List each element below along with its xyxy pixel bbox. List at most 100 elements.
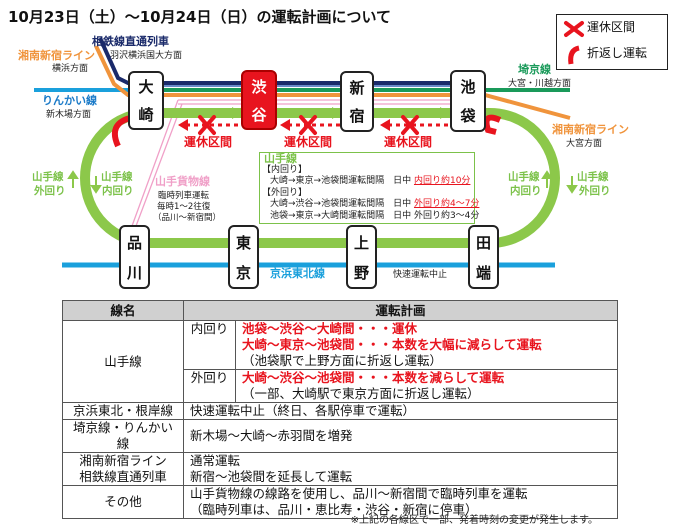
station-char: 京 bbox=[235, 263, 251, 282]
sotetsu-label: 相鉄線直通列車 bbox=[92, 35, 169, 48]
plan: 池袋～渋谷～大崎間・・・運休大崎～東京～池袋間・・・本数を大幅に減らして運転（池… bbox=[235, 320, 618, 370]
yamanote-outer-left-dir: 外回り bbox=[34, 185, 66, 197]
saikyo-label: 埼京線 bbox=[518, 63, 551, 76]
station-char: 袋 bbox=[460, 107, 476, 125]
line-name: 埼京線・りんかい線 bbox=[62, 419, 184, 453]
info-text: 大崎→渋谷→池袋間運転間隔 日中 bbox=[270, 199, 412, 209]
legend-turnback-label: 折返し運転 bbox=[587, 46, 648, 60]
plan-line: 池袋～渋谷～大崎間・・・運休 bbox=[242, 321, 418, 336]
yamanote-outer-left: 山手線 bbox=[32, 171, 64, 183]
footnote: ※上記の各線区で一部、発着時刻の変更が発生します。 bbox=[350, 515, 598, 526]
table-row: 外回り 大崎～渋谷～池袋間・・・本数を減らして運転（一部、大崎駅で東京方面に折返… bbox=[63, 369, 618, 403]
station-shibuya[interactable]: 渋谷 bbox=[241, 70, 277, 130]
turnback-ikebukuro-icon bbox=[483, 114, 502, 135]
info-inner-row: 大崎→東京→池袋間運転間隔 日中 内回り約10分 bbox=[260, 176, 474, 188]
plan: 山手貨物線の線路を使用し、品川～新宿間で臨時列車を運転（臨時列車は、品川・恵比寿… bbox=[183, 485, 618, 519]
station-char: 東 bbox=[235, 233, 251, 252]
info-outer-row-2: 池袋→東京→大崎間運転間隔 日中 外回り約3～4分 bbox=[270, 210, 480, 221]
station-ikebukuro[interactable]: 池袋 bbox=[450, 70, 486, 132]
table-row: 湘南新宿ライン相鉄線直通列車通常運転新宿～池袋間を延長して運転 bbox=[62, 452, 618, 486]
table-row: 埼京線・りんかい線新木場～大崎～赤羽間を増発 bbox=[62, 419, 618, 453]
station-char: 端 bbox=[475, 263, 491, 282]
line-name-line: 湘南新宿ライン bbox=[79, 453, 167, 468]
freight-label: 山手貨物線 bbox=[155, 175, 210, 188]
keihin-note: 快速運転中止 bbox=[393, 270, 448, 280]
plan-line: 新宿～池袋間を延長して運転 bbox=[190, 469, 353, 484]
station-char: 品 bbox=[126, 233, 142, 252]
table-row: 京浜東北・根岸線快速運転中止（終日、各駅停車で運転） bbox=[62, 402, 618, 420]
yamanote-inner-left: 山手線 bbox=[101, 171, 133, 183]
route-diagram bbox=[34, 37, 578, 268]
header-line: 線名 bbox=[62, 300, 184, 321]
plan-line: 通常運転 bbox=[190, 453, 241, 468]
station-char: 大 bbox=[138, 78, 154, 97]
station-char: 田 bbox=[475, 233, 491, 252]
rinkai-dir: 新木場方面 bbox=[46, 110, 92, 120]
turnback-arrow-icon bbox=[568, 45, 580, 65]
station-char: 渋 bbox=[251, 77, 267, 96]
info-value: 内回り約10分 bbox=[413, 176, 471, 186]
plan: 通常運転新宿～池袋間を延長して運転 bbox=[183, 452, 618, 486]
station-char: 上 bbox=[353, 233, 369, 252]
station-char: 新 bbox=[349, 78, 365, 97]
x-mark-icon bbox=[564, 21, 584, 37]
station-shinagawa[interactable]: 品川 bbox=[119, 225, 150, 289]
yamanote-outer-right-dir: 外回り bbox=[579, 185, 611, 197]
plan: 大崎～渋谷～池袋間・・・本数を減らして運転（一部、大崎駅で東京方面に折返し運転） bbox=[235, 369, 618, 403]
table-row: その他山手貨物線の線路を使用し、品川～新宿間で臨時列車を運転（臨時列車は、品川・… bbox=[62, 485, 618, 519]
plan: 快速運転中止（終日、各駅停車で運転） bbox=[183, 402, 618, 420]
line-name: 京浜東北・根岸線 bbox=[62, 402, 184, 420]
plan-line: 大崎～東京～池袋間・・・本数を大幅に減らして運転 bbox=[242, 337, 542, 352]
plan-line: （臨時列車は、品川・恵比寿・渋谷・新宿に停車） bbox=[190, 502, 478, 517]
yamanote-inner-right-dir: 内回り bbox=[510, 185, 542, 197]
stop-section-label: 運休区間 bbox=[384, 135, 433, 149]
yamanote-info-box: 山手線 【内回り】 大崎→東京→池袋間運転間隔 日中 内回り約10分 【外回り】… bbox=[259, 152, 480, 224]
header-plan: 運転計画 bbox=[183, 300, 618, 321]
line-name: その他 bbox=[62, 485, 184, 519]
inner-arrows bbox=[232, 107, 450, 119]
station-ueno[interactable]: 上野 bbox=[346, 225, 377, 289]
line-name: 湘南新宿ライン相鉄線直通列車 bbox=[62, 452, 184, 486]
sotetsu-dir: 羽沢横浜国大方面 bbox=[110, 51, 183, 61]
direction: 内回り bbox=[183, 320, 236, 370]
legend-stop-label: 運休区間 bbox=[587, 20, 636, 34]
plan-line: （一部、大崎駅で東京方面に折返し運転） bbox=[242, 386, 480, 401]
info-outer-row: 大崎→渋谷→池袋間運転間隔 日中 外回り約4～7分 bbox=[260, 199, 479, 211]
freight-line bbox=[131, 99, 450, 227]
station-char: 野 bbox=[353, 263, 369, 282]
yamanote-inner-right: 山手線 bbox=[508, 171, 540, 183]
line-name: 山手線 bbox=[62, 320, 184, 403]
direction-arrows bbox=[67, 170, 578, 194]
station-char: 川 bbox=[126, 263, 142, 282]
info-text: 大崎→東京→池袋間運転間隔 日中 bbox=[270, 176, 412, 186]
stop-section-label: 運休区間 bbox=[284, 135, 333, 149]
shonan-east-label: 湘南新宿ライン bbox=[552, 123, 629, 136]
operation-plan-table: 線名運転計画 山手線 内回り 池袋～渋谷～大崎間・・・運休大崎～東京～池袋間・・… bbox=[62, 300, 618, 519]
info-inner-head: 【内回り】 bbox=[262, 164, 308, 175]
station-tabata[interactable]: 田端 bbox=[468, 225, 499, 289]
saikyo-dir: 大宮・川越方面 bbox=[508, 79, 572, 89]
shonan-east-dir: 大宮方面 bbox=[566, 139, 603, 149]
plan-line: 山手貨物線の線路を使用し、品川～新宿間で臨時列車を運転 bbox=[190, 486, 528, 501]
keihin-label: 京浜東北線 bbox=[270, 267, 325, 280]
plan-line: （池袋駅で上野方面に折返し運転） bbox=[242, 353, 443, 368]
station-shinjuku[interactable]: 新宿 bbox=[340, 71, 374, 132]
station-tokyo[interactable]: 東京 bbox=[228, 225, 259, 289]
station-char: 宿 bbox=[349, 107, 365, 126]
plan: 新木場～大崎～赤羽間を増発 bbox=[183, 419, 618, 453]
stop-section-label: 運休区間 bbox=[184, 135, 233, 149]
freight-note: 臨時列車運転 bbox=[158, 191, 210, 201]
shonan-west-dir: 横浜方面 bbox=[52, 64, 89, 74]
info-outer-head: 【外回り】 bbox=[262, 187, 308, 198]
info-value: 外回り約4～7分 bbox=[413, 199, 480, 209]
station-char: 池 bbox=[460, 78, 476, 96]
station-char: 谷 bbox=[251, 105, 267, 124]
yamanote-outer-right: 山手線 bbox=[577, 171, 609, 183]
station-osaki[interactable]: 大崎 bbox=[128, 71, 164, 130]
sotetsu-line bbox=[98, 37, 460, 85]
plan-line: 大崎～渋谷～池袋間・・・本数を減らして運転 bbox=[242, 370, 505, 385]
rinkai-label: りんかい線 bbox=[42, 94, 97, 107]
station-char: 崎 bbox=[138, 105, 154, 124]
page-title: 10月23日（土）～10月24日（日）の運転計画について bbox=[8, 8, 392, 26]
stop-arrowheads bbox=[178, 119, 390, 131]
